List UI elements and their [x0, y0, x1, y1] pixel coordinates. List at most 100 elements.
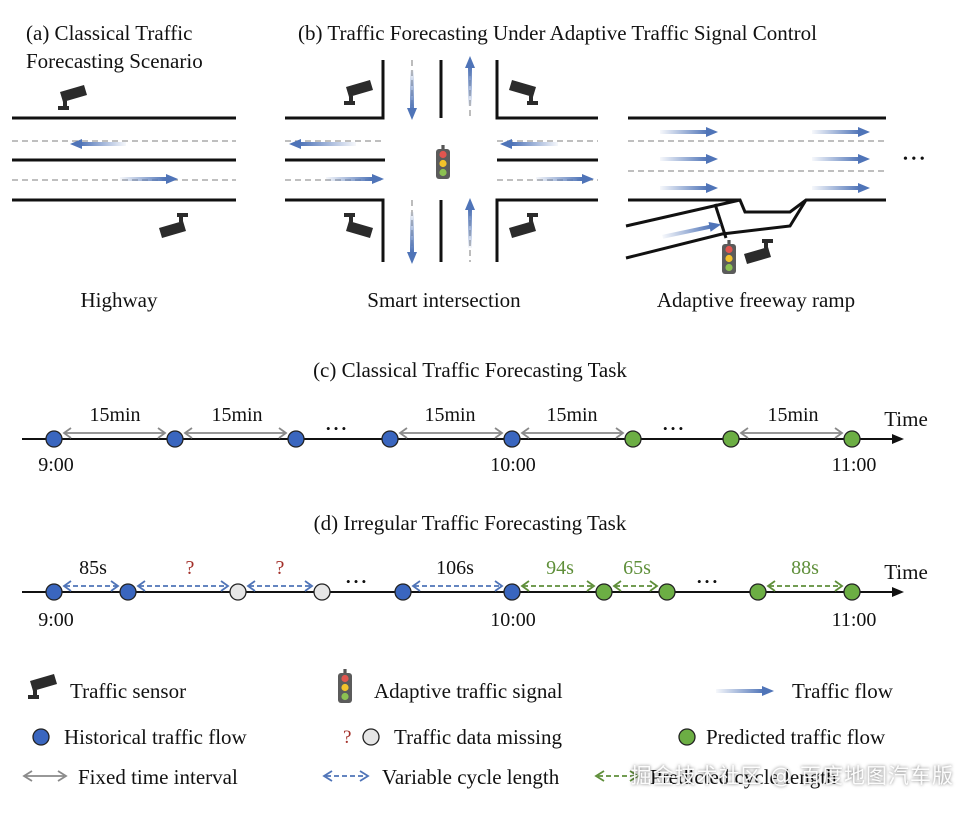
- timeline-node-historical: [119, 583, 137, 601]
- timeline-d: [22, 580, 904, 601]
- timeline-c-tick-label: 11:00: [832, 454, 877, 476]
- interval-connector: [520, 427, 625, 439]
- timeline-node-historical: [45, 430, 63, 448]
- timeline-c-interval-label: 15min: [767, 404, 818, 426]
- timeline-node-missing: [229, 583, 247, 601]
- interval-connector: [398, 427, 504, 439]
- traffic-sensor-icon: [509, 213, 538, 238]
- legend-fixed-interval-icon: [22, 770, 68, 782]
- legend-missing-label: Traffic data missing: [394, 725, 562, 749]
- ramp-ellipsis: • • •: [903, 152, 925, 167]
- timeline-node-historical: [166, 430, 184, 448]
- interval-connector: [612, 580, 659, 592]
- timeline-node-predicted: [722, 430, 740, 448]
- legend-sensor-label: Traffic sensor: [70, 679, 186, 703]
- legend-predicted-cycle-label: Predicted cycle length: [650, 765, 837, 789]
- caption-intersection: Smart intersection: [367, 288, 521, 312]
- legend-flow-arrow-icon: [716, 686, 774, 696]
- interval-connector: [520, 580, 596, 592]
- legend-historical-dot: [32, 728, 50, 746]
- timeline-node-historical: [45, 583, 63, 601]
- timeline-d-tick-label: 10:00: [490, 609, 536, 631]
- timeline-c-nodes: [45, 430, 861, 448]
- timeline-d-interval-label: 94s: [546, 557, 574, 579]
- panel-a-title-line2: Forecasting Scenario: [26, 49, 203, 73]
- highway-scene: [12, 85, 236, 238]
- interval-connector: [183, 427, 288, 439]
- traffic-sensor-icon: [344, 213, 373, 238]
- intersection-scene: [285, 56, 598, 264]
- legend-missing-dot: [362, 728, 380, 746]
- timeline-node-historical: [503, 430, 521, 448]
- timeline-d-ellipsis: • • •: [697, 574, 717, 589]
- interval-connector: [766, 580, 844, 592]
- traffic-sensor-icon: [509, 80, 538, 105]
- timeline-c-ellipsis: • • •: [663, 421, 683, 436]
- timeline-c-interval-label: 15min: [211, 404, 262, 426]
- interval-connector: [136, 580, 230, 592]
- timeline-d-interval-label: 85s: [79, 557, 107, 579]
- timeline-node-historical: [287, 430, 305, 448]
- timeline-c-tick-label: 10:00: [490, 454, 536, 476]
- timeline-node-historical: [381, 430, 399, 448]
- panel-a-title-line1: (a) Classical Traffic: [26, 21, 192, 45]
- timeline-c-interval-label: 15min: [424, 404, 475, 426]
- legend-missing-mark: ?: [343, 727, 351, 748]
- timeline-node-historical: [394, 583, 412, 601]
- caption-ramp: Adaptive freeway ramp: [657, 288, 855, 312]
- timeline-c-ellipsis: • • •: [326, 421, 346, 436]
- timeline-node-predicted: [843, 583, 861, 601]
- legend-fixed-label: Fixed time interval: [78, 765, 238, 789]
- timeline-d-title: (d) Irregular Traffic Forecasting Task: [314, 511, 627, 535]
- interval-connector: [62, 580, 120, 592]
- timeline-c-title: (c) Classical Traffic Forecasting Task: [313, 358, 627, 382]
- traffic-signal-icon: [338, 669, 352, 703]
- legend-variable-label: Variable cycle length: [382, 765, 560, 789]
- timeline-d-tick-label: 9:00: [38, 609, 74, 631]
- traffic-sensor-icon: [744, 239, 773, 264]
- traffic-sensor-icon: [58, 85, 87, 110]
- traffic-signal-icon: [722, 240, 736, 274]
- legend-variable-cycle-icon: [322, 770, 370, 782]
- timeline-d-interval-label: ?: [276, 557, 285, 579]
- ramp-scene: [625, 116, 886, 274]
- timeline-d-nodes: [45, 583, 861, 601]
- timeline-c: [22, 427, 904, 448]
- timeline-d-intervals: [62, 580, 844, 592]
- timeline-d-interval-label: 106s: [436, 557, 474, 579]
- timeline-d-ellipsis: • • •: [346, 574, 366, 589]
- timeline-c-interval-label: 15min: [89, 404, 140, 426]
- timeline-node-predicted: [843, 430, 861, 448]
- watermark: 掘金技术社区 @ 百度地图汽车版: [630, 764, 954, 788]
- timeline-d-interval-label: 88s: [791, 557, 819, 579]
- timeline-node-predicted: [595, 583, 613, 601]
- legend-flow-label: Traffic flow: [792, 679, 894, 703]
- caption-highway: Highway: [81, 288, 158, 312]
- timeline-node-predicted: [624, 430, 642, 448]
- legend-predicted-dot: [678, 728, 696, 746]
- traffic-sensor-icon: [344, 80, 373, 105]
- legend-historical-label: Historical traffic flow: [64, 725, 248, 749]
- timeline-node-historical: [503, 583, 521, 601]
- legend: Traffic sensor Adaptive traffic signal T…: [22, 669, 894, 789]
- traffic-signal-icon: [436, 145, 450, 179]
- timeline-d-interval-label: ?: [186, 557, 195, 579]
- traffic-sensor-icon: [28, 674, 57, 699]
- timeline-c-interval-label: 15min: [546, 404, 597, 426]
- legend-predicted-cycle-icon: [594, 770, 640, 782]
- interval-connector: [411, 580, 504, 592]
- timeline-d-axis-label: Time: [884, 560, 928, 584]
- interval-connector: [62, 427, 167, 439]
- timeline-node-predicted: [658, 583, 676, 601]
- timeline-d-tick-label: 11:00: [832, 609, 877, 631]
- panel-b-title: (b) Traffic Forecasting Under Adaptive T…: [298, 21, 817, 45]
- legend-signal-label: Adaptive traffic signal: [374, 679, 563, 703]
- interval-connector: [739, 427, 844, 439]
- legend-predicted-label: Predicted traffic flow: [706, 725, 886, 749]
- timeline-node-missing: [313, 583, 331, 601]
- timeline-c-intervals: [62, 427, 844, 439]
- timeline-c-axis-label: Time: [884, 407, 928, 431]
- traffic-sensor-icon: [159, 213, 188, 238]
